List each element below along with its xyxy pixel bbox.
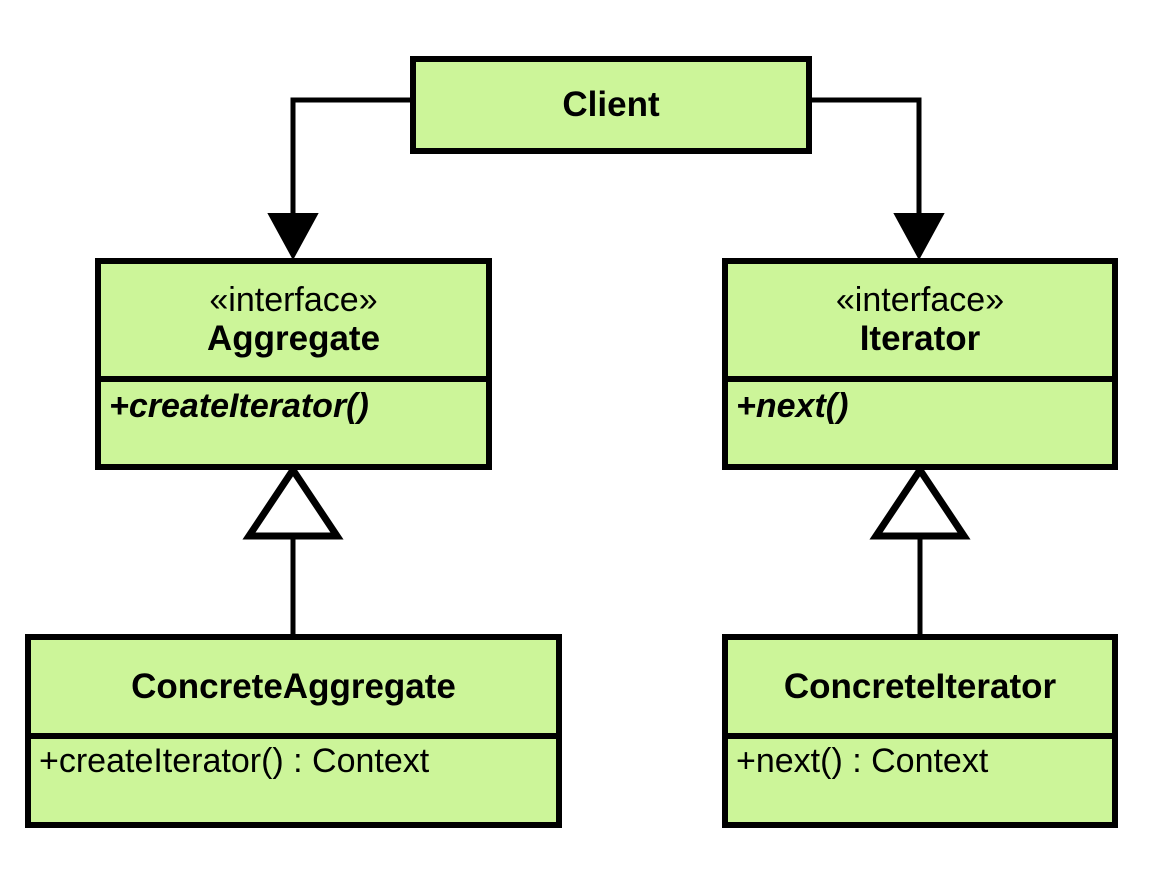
aggregate-class-name: Aggregate — [206, 319, 381, 359]
uml-class-concrete-iterator[interactable]: ConcreteIterator +next() : Context — [722, 634, 1118, 828]
uml-class-client[interactable]: Client — [410, 56, 812, 154]
iterator-operation-0: +next() — [736, 387, 849, 425]
concrete-aggregate-operations: +createIterator() : Context — [31, 733, 556, 822]
edge-concrete-aggregate-to-aggregate — [242, 463, 344, 637]
uml-class-aggregate[interactable]: «interface» Aggregate +createIterator() — [95, 258, 492, 470]
edge-client-to-iterator-line — [809, 97, 922, 243]
edge-client-to-iterator — [809, 97, 945, 261]
uml-class-concrete-aggregate[interactable]: ConcreteAggregate +createIterator() : Co… — [25, 634, 562, 828]
concrete-aggregate-header: ConcreteAggregate — [31, 640, 556, 733]
edge-client-to-aggregate — [267, 97, 413, 261]
uml-class-iterator[interactable]: «interface» Iterator +next() — [722, 258, 1118, 470]
iterator-operations: +next() — [728, 376, 1112, 464]
aggregate-operation-0: +createIterator() — [109, 387, 369, 425]
concrete-aggregate-class-name: ConcreteAggregate — [131, 666, 456, 706]
edge-client-to-aggregate-line — [290, 97, 413, 243]
aggregate-stereotype: «interface» — [209, 281, 378, 320]
edge-client-to-aggregate-arrowhead — [267, 213, 319, 261]
iterator-class-name: Iterator — [859, 319, 981, 359]
concrete-iterator-header: ConcreteIterator — [728, 640, 1112, 733]
concrete-iterator-class-name: ConcreteIterator — [783, 666, 1057, 706]
aggregate-header: «interface» Aggregate — [101, 264, 486, 376]
client-header: Client — [416, 62, 806, 148]
edge-concrete-aggregate-arrowhead — [242, 463, 344, 540]
concrete-iterator-operation-0: +next() : Context — [736, 742, 989, 780]
concrete-aggregate-operation-0: +createIterator() : Context — [39, 742, 430, 780]
client-class-name: Client — [562, 85, 660, 125]
concrete-iterator-operations: +next() : Context — [728, 733, 1112, 822]
edge-concrete-iterator-arrowhead — [869, 463, 971, 540]
iterator-stereotype: «interface» — [835, 281, 1005, 320]
iterator-header: «interface» Iterator — [728, 264, 1112, 376]
edge-concrete-iterator-to-iterator — [869, 463, 971, 637]
aggregate-operations: +createIterator() — [101, 376, 486, 464]
edge-client-to-iterator-arrowhead — [893, 213, 945, 261]
